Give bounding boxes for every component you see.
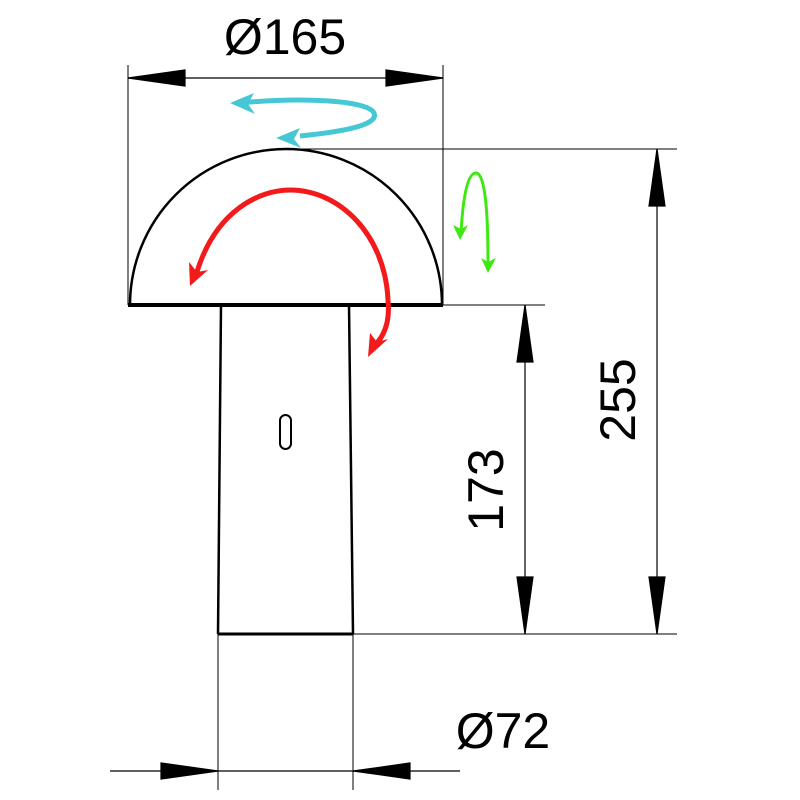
head-diameter-label: Ø165 [224,9,346,65]
dimension-lines [110,69,666,780]
stem-height-label: 173 [458,448,514,531]
arrowhead [516,576,534,635]
stem-left [216,304,223,635]
stem-right [347,304,355,635]
extension-lines [127,65,677,790]
arrowhead [160,762,219,780]
lamp-shade [128,147,444,306]
rotate-horizontal-arrow-icon [230,93,377,148]
arrowhead [127,69,186,87]
arrowhead [516,304,534,363]
lamp-outline [128,147,444,636]
arrowhead [352,762,411,780]
arrowhead [648,576,666,635]
tilt-head-arrow-icon [189,187,391,357]
arrowhead [385,69,444,87]
switch-slot [279,414,292,450]
base-diameter-label: Ø72 [456,703,551,759]
arrowhead [648,148,666,207]
total-height-label: 255 [590,358,646,441]
tilt-vertical-arrow-icon [453,171,496,273]
